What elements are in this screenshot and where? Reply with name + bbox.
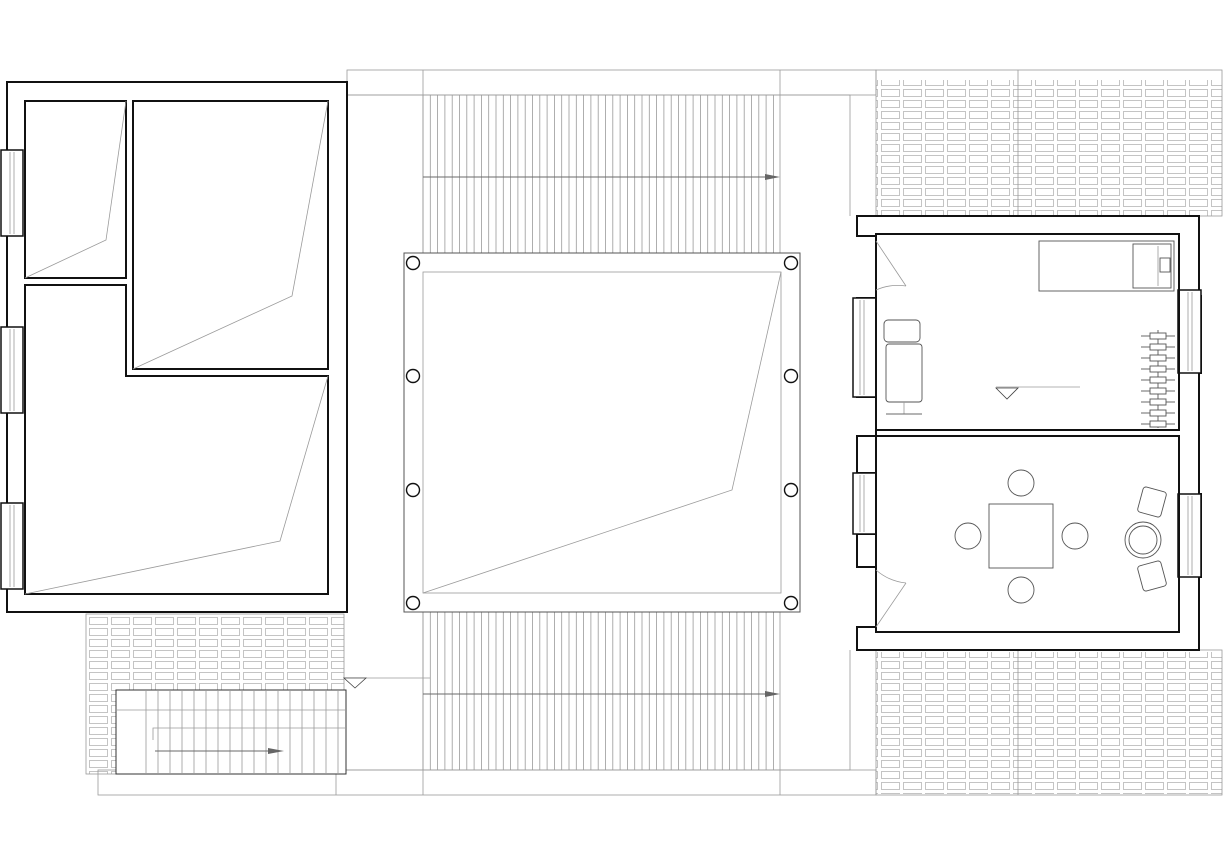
weight-plate xyxy=(1149,420,1167,428)
weight-plate xyxy=(1149,332,1167,340)
door-swing-top xyxy=(875,240,907,291)
weight-plate xyxy=(1149,365,1167,373)
column-circle-icon xyxy=(405,255,421,271)
paving-bottom-right xyxy=(876,652,1222,794)
dining-room xyxy=(875,435,1180,633)
paving-top-right xyxy=(876,80,1222,216)
treadmill-icon xyxy=(1038,240,1175,292)
column-circle-icon xyxy=(405,368,421,384)
weight-bench-icon xyxy=(883,319,923,415)
steps-top xyxy=(422,95,774,253)
left-building xyxy=(0,81,348,613)
gym-room xyxy=(875,233,1180,431)
column-circle-icon xyxy=(405,595,421,611)
room-upper xyxy=(132,100,329,370)
weight-plate xyxy=(1149,398,1167,406)
right-building xyxy=(852,215,1202,651)
dining-table-icon xyxy=(954,469,1089,604)
weight-plate xyxy=(1149,343,1167,351)
lounge-set-icon xyxy=(1124,486,1167,592)
column-circle-icon xyxy=(783,368,799,384)
steps-bottom xyxy=(422,612,774,770)
weight-plate xyxy=(1149,409,1167,417)
chair-icon xyxy=(1007,576,1035,604)
column-circle-icon xyxy=(405,482,421,498)
pavilion-columns xyxy=(405,255,799,611)
column-circle-icon xyxy=(783,482,799,498)
column-circle-icon xyxy=(783,595,799,611)
lower-stair xyxy=(115,677,430,775)
chair-icon xyxy=(1007,469,1035,497)
central-pavilion xyxy=(403,252,801,613)
stair-arrow-bottom xyxy=(423,691,780,697)
door-swing-bottom xyxy=(875,569,907,628)
room-small xyxy=(24,100,127,279)
column-circle-icon xyxy=(783,255,799,271)
weight-plate xyxy=(1149,354,1167,362)
chair-icon xyxy=(954,522,982,550)
weight-rack-icon xyxy=(1141,330,1175,428)
weight-plate xyxy=(1149,376,1167,384)
weight-plate xyxy=(1149,387,1167,395)
site-outline xyxy=(97,69,877,796)
stair-arrow-top xyxy=(423,174,780,180)
chair-icon xyxy=(1061,522,1089,550)
